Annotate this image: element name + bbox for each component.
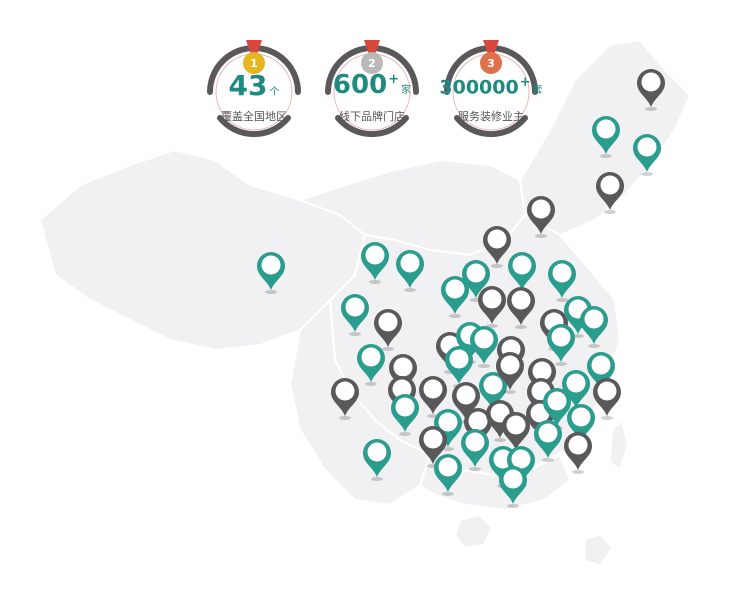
store-pin-gray bbox=[637, 69, 665, 111]
store-pin-teal bbox=[580, 306, 608, 348]
map-islands-south-sea bbox=[584, 534, 613, 566]
stat-value: 600+家 bbox=[318, 72, 426, 98]
store-pin-teal bbox=[534, 420, 562, 462]
stat-label: 覆盖全国地区 bbox=[221, 110, 287, 123]
stat-suffix: + bbox=[388, 72, 400, 88]
stat-unit: 家 bbox=[401, 85, 412, 96]
store-pin-teal bbox=[499, 466, 527, 508]
store-pin-gray bbox=[527, 196, 555, 238]
stat-unit: 套 bbox=[532, 85, 543, 97]
stat-label: 服务装修业主 bbox=[458, 110, 524, 123]
map-island-hainan bbox=[453, 513, 494, 550]
store-pin-gray bbox=[564, 432, 592, 474]
store-pin-teal bbox=[357, 344, 385, 386]
bronze-medal-icon: 3 bbox=[480, 52, 502, 74]
medal-ribbon bbox=[483, 40, 499, 54]
store-pin-teal bbox=[361, 242, 389, 284]
store-pin-gray bbox=[596, 172, 624, 214]
store-pin-gray bbox=[507, 287, 535, 329]
store-pin-teal bbox=[592, 116, 620, 158]
store-pin-gray bbox=[419, 376, 447, 418]
store-pin-gray bbox=[483, 226, 511, 268]
stat-number: 300000 bbox=[439, 76, 519, 99]
stat-unit: 个 bbox=[269, 87, 280, 98]
store-pin-teal bbox=[633, 134, 661, 176]
medal-ribbon bbox=[246, 40, 262, 54]
gold-medal-icon: 1 bbox=[243, 52, 265, 74]
store-pin-gray bbox=[593, 378, 621, 420]
store-pin-teal bbox=[470, 326, 498, 368]
stat-number: 43 bbox=[228, 69, 268, 102]
store-pin-teal bbox=[461, 429, 489, 471]
store-pin-gray bbox=[331, 378, 359, 420]
stat-badge-customers: 3 300000+套 服务装修业主 bbox=[437, 38, 545, 146]
store-pin-teal bbox=[547, 324, 575, 366]
stat-label: 线下品牌门店 bbox=[339, 110, 405, 123]
store-pins bbox=[257, 69, 665, 508]
store-pin-gray bbox=[496, 352, 524, 394]
store-pin-teal bbox=[434, 454, 462, 496]
stat-suffix: + bbox=[519, 75, 531, 90]
store-pin-teal bbox=[391, 394, 419, 436]
medal-ribbon bbox=[364, 40, 380, 54]
store-pin-teal bbox=[363, 439, 391, 481]
map-island-taiwan bbox=[608, 418, 630, 472]
store-pin-gray bbox=[374, 309, 402, 351]
stat-value: 300000+套 bbox=[437, 76, 545, 97]
store-pin-teal bbox=[341, 294, 369, 336]
badge-ring bbox=[444, 45, 538, 137]
store-pin-teal bbox=[434, 409, 462, 451]
store-pin-teal bbox=[257, 252, 285, 294]
silver-medal-icon: 2 bbox=[361, 52, 383, 74]
stat-badge-stores: 2 600+家 线下品牌门店 bbox=[318, 38, 426, 146]
store-pin-teal bbox=[441, 276, 469, 318]
store-pin-teal bbox=[548, 260, 576, 302]
stat-number: 600 bbox=[332, 70, 388, 100]
store-pin-teal bbox=[396, 250, 424, 292]
